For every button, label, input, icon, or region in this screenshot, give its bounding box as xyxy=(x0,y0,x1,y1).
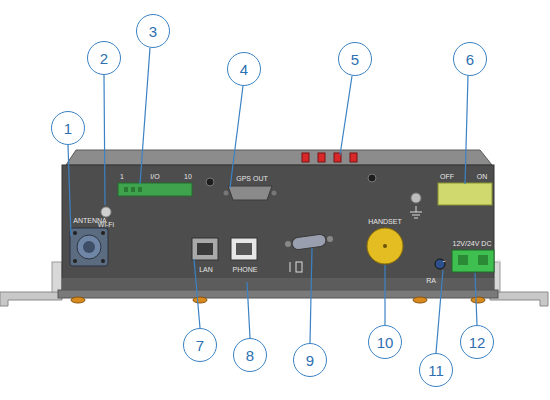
callout-circle: 1 xyxy=(51,111,85,145)
panel-label: 10 xyxy=(184,173,192,180)
lan-port xyxy=(192,238,218,260)
callout-number: 6 xyxy=(466,51,474,68)
panel-label: OFF xyxy=(440,173,454,180)
wifi-indicator xyxy=(101,207,111,217)
panel-label: I/O xyxy=(150,173,159,180)
dc-power-terminal xyxy=(452,250,494,272)
handset-pin xyxy=(383,244,387,248)
callout-circle: 4 xyxy=(227,52,261,86)
callout-number: 8 xyxy=(246,347,254,364)
io-terminal-strip xyxy=(118,183,192,196)
callout-circle: 2 xyxy=(87,41,121,75)
rubber-feet xyxy=(71,297,485,303)
callout-number: 4 xyxy=(240,61,248,78)
callout-circle: 9 xyxy=(293,343,327,377)
panel-label: GPS OUT xyxy=(236,175,268,182)
antenna-connector xyxy=(70,228,108,266)
callout-number: 9 xyxy=(306,352,314,369)
panel-label: LAN xyxy=(199,266,213,273)
panel-label: RA xyxy=(426,277,436,284)
top-surface xyxy=(66,150,492,165)
handset-connector xyxy=(367,228,403,264)
front-face xyxy=(62,165,494,290)
callout-circle: 8 xyxy=(233,338,267,372)
callout-number: 1 xyxy=(64,120,72,137)
panel-label: PHONE xyxy=(233,266,258,273)
callout-circle: 5 xyxy=(338,42,372,76)
callout-circle: 7 xyxy=(183,328,217,362)
callout-number: 2 xyxy=(100,50,108,67)
power-switch xyxy=(438,183,492,205)
bracket-clip xyxy=(52,262,62,292)
mounting-bracket xyxy=(490,292,548,306)
base-plate xyxy=(58,290,498,298)
callout-circle: 6 xyxy=(453,42,487,76)
gps-out-connector xyxy=(224,186,277,200)
panel-label: Wi-Fi xyxy=(98,221,114,228)
panel-label: - xyxy=(443,257,446,266)
phone-port xyxy=(231,238,257,260)
callout-number: 3 xyxy=(149,23,157,40)
panel-label: 12V/24V DC xyxy=(453,240,492,247)
callout-number: 10 xyxy=(377,334,394,351)
callout-circle: 11 xyxy=(419,353,453,387)
status-leds xyxy=(302,153,357,162)
panel-label: HANDSET xyxy=(368,218,401,225)
usb-sim-connector xyxy=(285,234,333,272)
callout-circle: 10 xyxy=(368,325,402,359)
callout-number: 7 xyxy=(196,337,204,354)
callout-circle: 3 xyxy=(136,14,170,48)
callout-number: 11 xyxy=(428,362,444,379)
callout-number: 12 xyxy=(469,334,486,351)
panel-label: ON xyxy=(477,173,488,180)
screw xyxy=(368,174,376,182)
screw xyxy=(206,178,214,186)
ground-terminal xyxy=(410,193,422,218)
callout-number: 5 xyxy=(351,51,359,68)
panel-label: 1 xyxy=(120,173,124,180)
mounting-bracket xyxy=(0,292,62,306)
callout-circle: 12 xyxy=(460,325,494,359)
panel-label: + xyxy=(496,257,501,266)
leader-lines xyxy=(68,48,477,353)
